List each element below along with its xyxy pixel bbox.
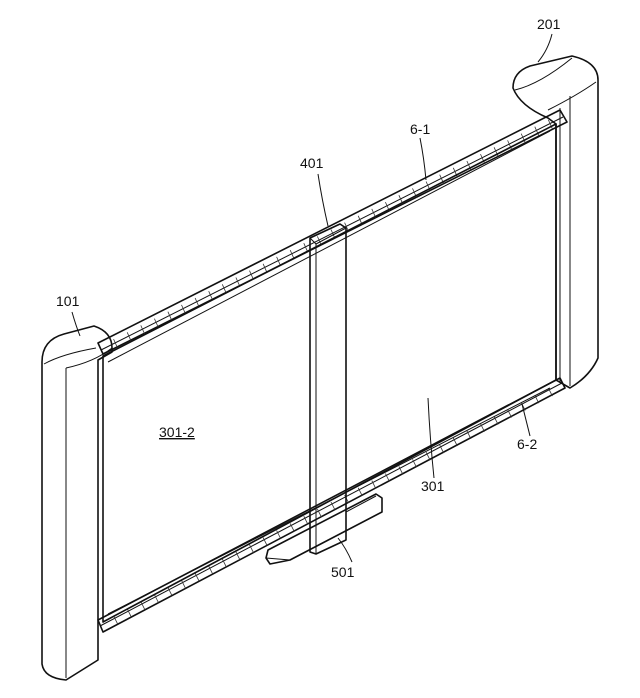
label-6-2: 6-2 — [517, 436, 537, 452]
rail-segment-tick — [357, 487, 363, 496]
rail-segment-tick — [466, 430, 472, 439]
rail-segment-tick — [276, 256, 281, 267]
left-housing — [41, 325, 113, 681]
lower-rail-segments — [113, 387, 553, 625]
rail-segment-tick — [154, 594, 159, 603]
label-501: 501 — [331, 564, 355, 580]
rail-segment-tick — [113, 615, 118, 625]
label-301: 301 — [421, 478, 445, 494]
rail-segment-tick — [249, 544, 254, 553]
rail-segment-tick — [126, 332, 132, 342]
rail-segment-tick — [262, 263, 268, 273]
upper-rail-segments — [113, 119, 553, 349]
rail-segment-tick — [480, 423, 485, 432]
label-401: 401 — [300, 155, 324, 171]
rail-segment-tick — [235, 551, 241, 560]
rail-segment-tick — [520, 133, 526, 143]
rail-segment-tick — [208, 565, 214, 575]
label-101: 101 — [56, 293, 80, 309]
rail-segment-tick — [534, 126, 540, 136]
rail-segment-tick — [303, 516, 309, 525]
rail-segment-tick — [181, 580, 186, 589]
rail-segment-tick — [507, 409, 512, 418]
rail-segment-tick — [493, 416, 499, 425]
bottom-bracket — [265, 493, 383, 565]
lower-rail — [97, 377, 566, 633]
rail-segment-tick — [371, 480, 377, 489]
rail-segment-tick — [385, 473, 390, 482]
rail-segment-tick — [221, 284, 227, 294]
rail-segment-tick — [452, 437, 458, 447]
rail-segment-tick — [398, 466, 404, 475]
rail-segment-tick — [126, 608, 132, 617]
rail-segment-tick — [534, 395, 540, 404]
rail-segment-tick — [221, 558, 227, 568]
rail-segment-tick — [140, 325, 146, 335]
upper-rail — [97, 109, 568, 355]
rail-segment-tick — [154, 318, 159, 328]
rail-segment-tick — [181, 304, 186, 315]
reference-labels: 201 401 6-1 101 301-2 6-2 301 501 — [56, 16, 561, 580]
rail-segment-tick — [194, 297, 200, 308]
rail-segment-tick — [412, 459, 417, 468]
rail-segment-tick — [167, 311, 173, 321]
rail-segment-tick — [425, 452, 431, 461]
rail-segment-tick — [548, 119, 553, 130]
rail-segment-tick — [113, 338, 118, 349]
rail-segment-tick — [520, 402, 526, 411]
rail-segment-tick — [140, 601, 146, 610]
rail-segment-tick — [262, 537, 268, 546]
label-6-1: 6-1 — [410, 121, 430, 137]
label-201: 201 — [537, 16, 561, 32]
rail-segment-tick — [249, 270, 254, 280]
rail-segment-tick — [208, 291, 214, 301]
leader-lines — [71, 33, 553, 563]
center-bar — [309, 223, 347, 555]
rail-segment-tick — [194, 573, 200, 582]
right-housing — [512, 55, 599, 389]
label-301-2: 301-2 — [159, 424, 195, 440]
rail-segment-tick — [276, 530, 281, 539]
rail-segment-tick — [235, 277, 241, 287]
rail-segment-tick — [289, 523, 295, 532]
rail-segment-tick — [330, 501, 336, 511]
rail-segment-tick — [548, 387, 553, 397]
rail-segment-tick — [317, 508, 322, 518]
rail-segment-tick — [439, 444, 445, 454]
rail-segment-tick — [167, 587, 173, 596]
